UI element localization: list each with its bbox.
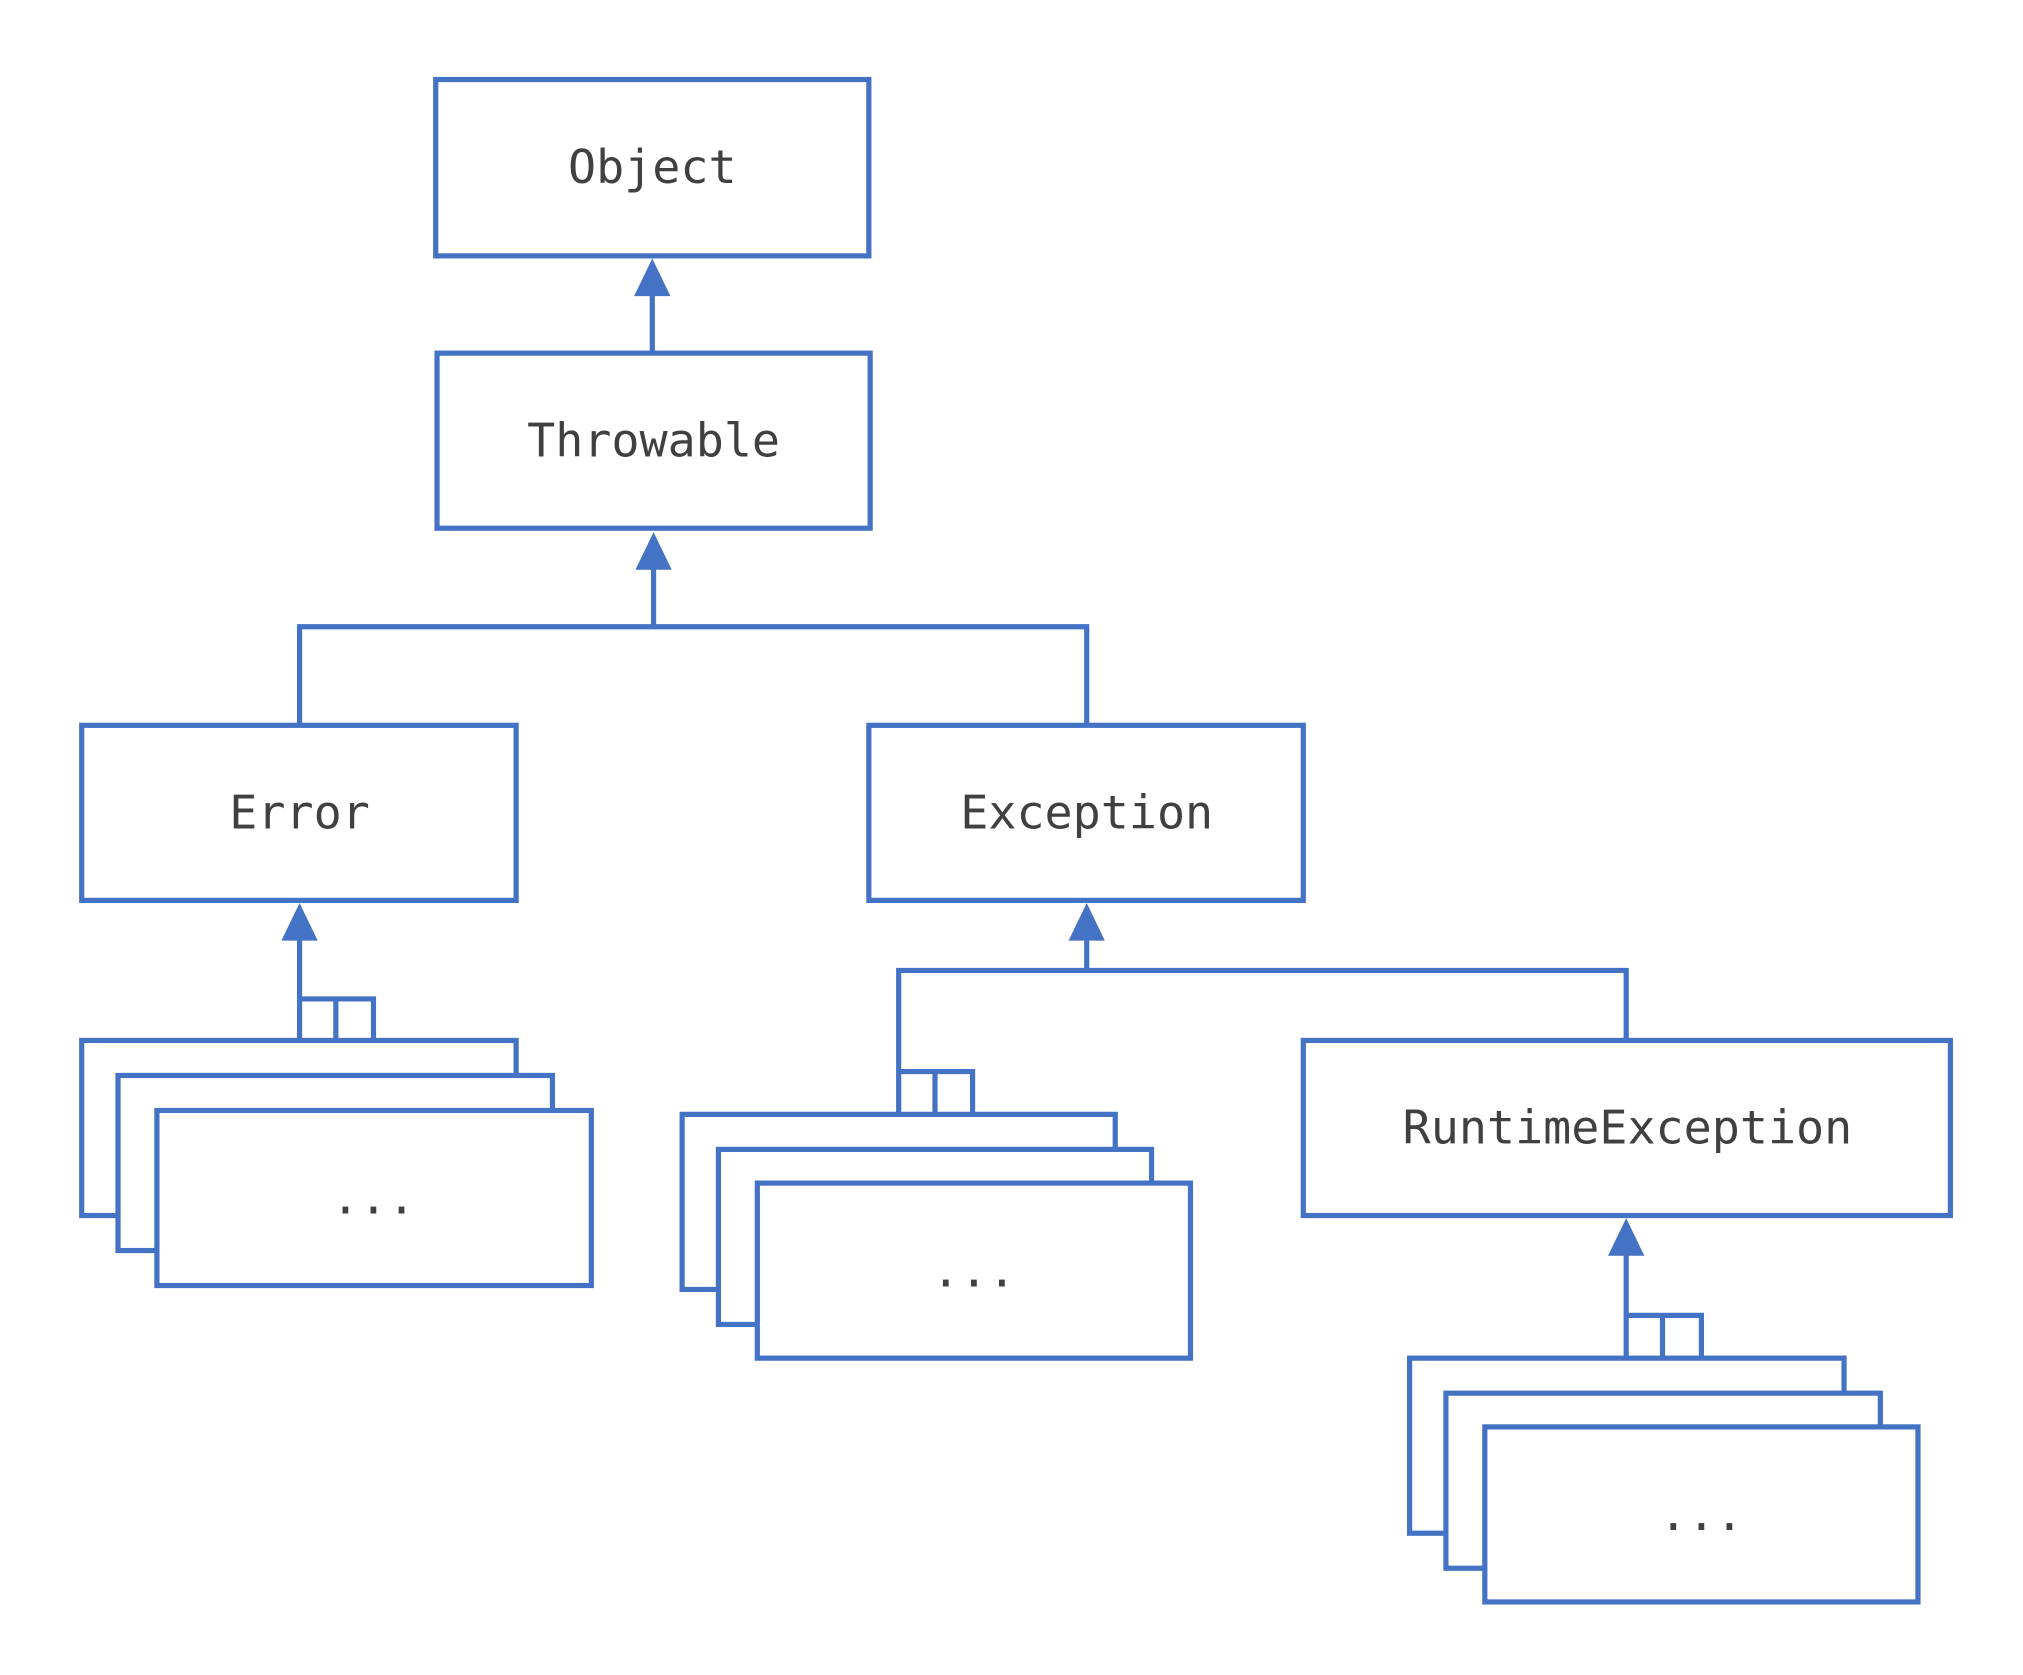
arrowhead-icon (634, 258, 671, 297)
node-stack-runtime-subclasses: ... (1407, 1355, 1921, 1605)
node-label: ... (331, 1172, 415, 1226)
node-stack-error-subclasses: ... (79, 1037, 594, 1289)
node-runtime-exception: RuntimeException (1300, 1037, 1953, 1219)
edge-error-exception-throwable (296, 532, 1090, 726)
node-label: Exception (960, 787, 1213, 841)
node-stack-exception-subclasses: ... (679, 1111, 1194, 1361)
edge-throwable-object (634, 258, 671, 354)
node-label: RuntimeException (1403, 1102, 1853, 1156)
node-label: ... (1659, 1488, 1743, 1542)
node-label: Object (568, 141, 737, 195)
node-exception: Exception (866, 722, 1306, 903)
node-throwable: Throwable (434, 350, 873, 531)
node-error: Error (79, 722, 519, 903)
arrowhead-icon (1068, 902, 1105, 941)
node-label: Error (229, 787, 370, 841)
arrowhead-icon (1608, 1218, 1645, 1256)
node-object: Object (433, 76, 872, 259)
node-label: Throwable (527, 414, 780, 468)
arrowhead-icon (635, 532, 672, 570)
node-label: ... (932, 1244, 1016, 1298)
arrowhead-icon (281, 902, 318, 941)
